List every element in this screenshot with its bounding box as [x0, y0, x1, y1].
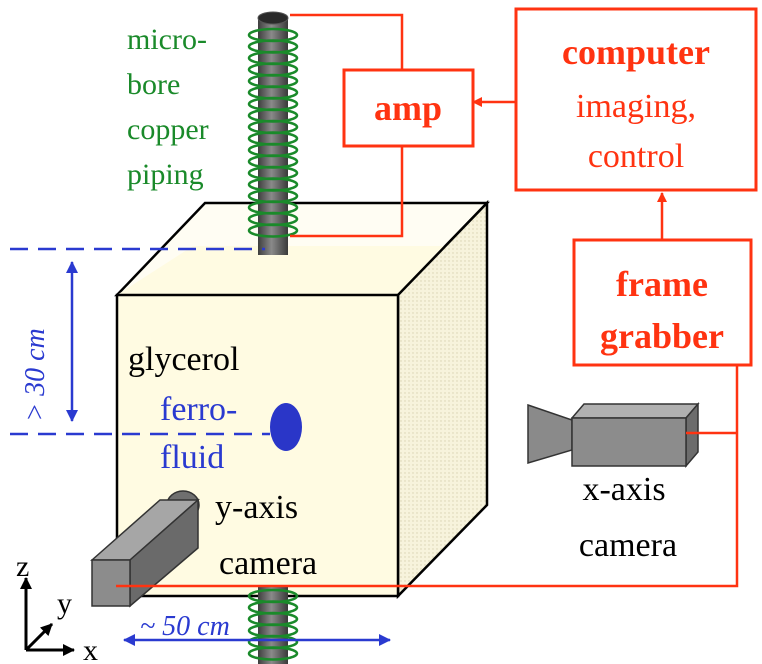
computer-line-1: imaging,	[576, 88, 696, 125]
frame-grabber-line-2: grabber	[600, 316, 724, 356]
signal-wiring	[116, 13, 739, 588]
frame-grabber-line-1: frame	[616, 264, 708, 304]
top-pipe	[258, 17, 288, 255]
x-camera-label-line-2: camera	[579, 527, 677, 564]
top-pipe-end	[257, 11, 289, 25]
pipe-label: micro- bore copper piping	[127, 23, 209, 191]
coil-winding	[247, 646, 299, 661]
width-label: ~ 50 cm	[140, 611, 230, 642]
axis-x-label: x	[83, 634, 98, 664]
axis-y-label: y	[57, 587, 72, 620]
x-camera-label-line-1: x-axis	[582, 471, 665, 508]
pipe-label-line-1: micro-	[127, 23, 207, 56]
amp-label: amp	[374, 88, 442, 128]
top-copper-coil	[247, 11, 299, 255]
coil-windings-bottom	[247, 588, 299, 661]
ferrofluid-blob	[270, 403, 302, 451]
coil-windings-top	[247, 27, 299, 238]
ferrofluid-label-line-1: ferro-	[160, 391, 237, 428]
pipe-label-line-3: copper	[127, 113, 209, 146]
computer-line-2: control	[588, 138, 684, 175]
x-axis-camera	[527, 401, 700, 469]
y-camera-label-line-1: y-axis	[215, 489, 298, 526]
height-dimension	[10, 247, 270, 436]
y-axis-camera	[90, 490, 200, 608]
liquid-surface	[117, 246, 487, 295]
coordinate-axes	[20, 577, 75, 656]
frame-grabber-box	[572, 238, 753, 367]
pipe-label-line-4: piping	[127, 158, 204, 191]
y-camera-label-line-2: camera	[219, 545, 317, 582]
amp-box	[342, 68, 475, 148]
glycerol-label: glycerol	[128, 341, 239, 378]
computer-box	[514, 7, 758, 192]
axis-z-label: z	[16, 550, 29, 583]
computer-title: computer	[562, 32, 710, 72]
pipe-label-line-2: bore	[127, 68, 180, 101]
coil-winding	[247, 223, 299, 238]
height-label: > 30 cm	[20, 328, 51, 422]
glycerol-tank	[114, 199, 490, 600]
ferrofluid-label-line-2: fluid	[160, 439, 224, 476]
